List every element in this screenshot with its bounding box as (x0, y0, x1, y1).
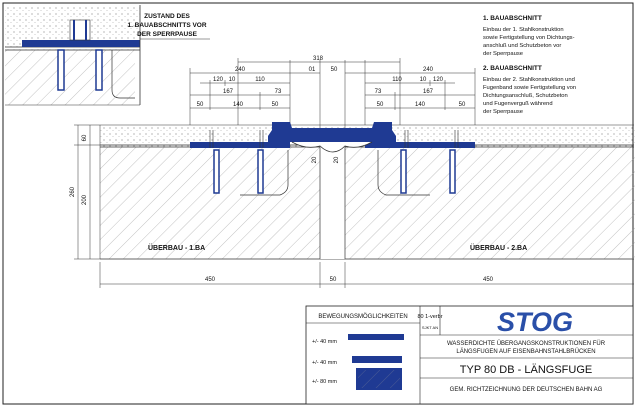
dim-50b-left: 50 (272, 102, 279, 108)
title-block: BEWEGUNGSMÖGLICHKEITEN +/- 40 mm +/- 40 … (305, 305, 634, 405)
dim-110-left: 110 (255, 77, 265, 83)
dim-120-right: 120 (433, 77, 444, 83)
vertical-dimensions (74, 124, 100, 260)
code-label-2: SJKT AN (422, 325, 438, 330)
bdim-450-right: 450 (483, 277, 494, 283)
dim-50a-right: 50 (377, 102, 384, 108)
vdim-200: 200 (82, 194, 88, 205)
note1-line: anschluß und Schutzbeton vor (483, 43, 561, 49)
main-section: ÜBERBAU - 1.BA ÜBERBAU - 2.BA (99, 122, 635, 260)
stog-logo: STOG (497, 307, 573, 337)
movement-1: +/- 40 mm (312, 339, 337, 345)
vdim-60: 60 (82, 134, 88, 141)
dim-01: 01 (309, 67, 316, 73)
standard-note: GEM. RICHTZEICHNUNG DER DEUTSCHEN BAHN A… (450, 387, 603, 393)
ueberbau-2-label: ÜBERBAU - 2.BA (470, 243, 527, 252)
profile-2-icon (352, 356, 402, 363)
note2-line: der Sperrpause (483, 109, 523, 115)
bottom-dimensions (99, 262, 634, 288)
dim-167-right: 167 (423, 89, 434, 95)
type-title: TYP 80 DB - LÄNGSFUGE (460, 364, 592, 376)
profile-1-icon (348, 334, 404, 340)
dimension-chains (189, 58, 476, 140)
dim-240-left: 240 (235, 67, 246, 73)
dim-120-left: 120 (213, 77, 224, 83)
dim-50: 50 (331, 67, 338, 73)
note2-line: Einbau der 2. Stahlkonstruktion und (483, 77, 575, 83)
inset-title-1: ZUSTAND DES (144, 13, 190, 20)
bewegung-title: BEWEGUNGSMÖGLICHKEITEN (318, 313, 407, 320)
code-label: 80 1-verbr (417, 314, 442, 320)
dim-73-right: 73 (375, 89, 382, 95)
note1-line: sowie Fertigstellung von Dichtungs- (483, 35, 575, 41)
dim-140-left: 140 (233, 102, 244, 108)
description-line-2: LÄNGSFUGEN AUF EISENBAHNSTAHLBRÜCKEN (456, 348, 595, 355)
note1-line: Einbau der 1. Stahlkonstruktion (483, 27, 564, 33)
dim-140-right: 140 (415, 102, 426, 108)
note2-line: Fugenband sowie Fertigstellung von (483, 85, 576, 91)
dim-167-left: 167 (223, 89, 234, 95)
note2-title: 2. BAUABSCHNITT (483, 65, 542, 72)
dim-10-right: 10 (420, 77, 427, 83)
movement-2: +/- 40 mm (312, 360, 337, 366)
dimension-texts: 318 01 50 240 240 120 10 110 120 10 110 … (197, 56, 466, 108)
dim-50b-right: 50 (459, 102, 466, 108)
profile-3-icon (356, 368, 402, 390)
vdim-20b: 20 (334, 156, 340, 163)
note2-line: und Fugenverguß während (483, 101, 553, 107)
dim-73-left: 73 (275, 89, 282, 95)
dim-240-right: 240 (423, 67, 434, 73)
note1-line: der Sperrpause (483, 51, 523, 57)
notes: 1. BAUABSCHNITT Einbau der 1. Stahlkonst… (483, 15, 576, 115)
dim-110-right: 110 (392, 77, 402, 83)
ueberbau-1-label: ÜBERBAU - 1.BA (148, 243, 205, 252)
movement-3: +/- 80 mm (312, 379, 337, 385)
bdim-450-left: 450 (205, 277, 216, 283)
description-line-1: WASSERDICHTE ÜBERGANGSKONSTRUKTIONEN FÜR (447, 340, 606, 347)
dim-50a-left: 50 (197, 102, 204, 108)
vdim-20a: 20 (312, 156, 318, 163)
note1-title: 1. BAUABSCHNITT (483, 15, 542, 22)
inset-title-3: DER SPERRPAUSE (137, 31, 198, 38)
dim-10-left: 10 (229, 77, 236, 83)
inset-detail: ZUSTAND DES 1. BAUABSCHNITTS VOR DER SPE… (5, 5, 210, 106)
dim-318: 318 (313, 56, 324, 62)
vdim-260: 260 (70, 186, 76, 197)
inset-title-2: 1. BAUABSCHNITTS VOR (127, 22, 206, 29)
note2-line: Dichtungsanschluß, Schutzbeton (483, 93, 568, 99)
bdim-50: 50 (330, 277, 337, 283)
